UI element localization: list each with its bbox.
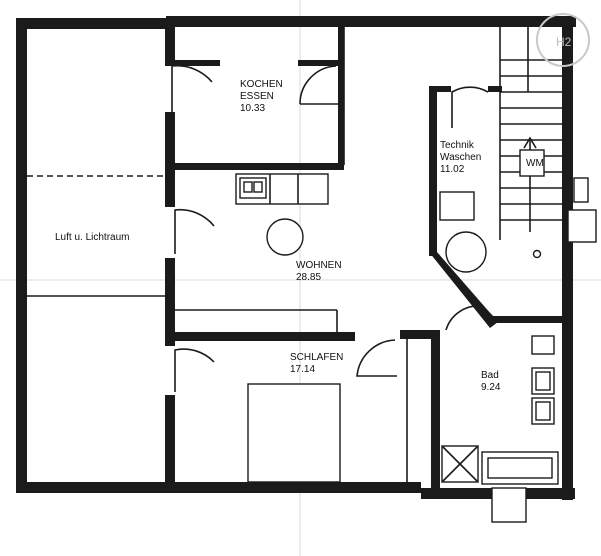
room-kochen-area: 10.33	[240, 103, 265, 114]
kitchen-counter	[235, 173, 329, 205]
room-labels: KOCHEN ESSEN 10.33 WOHNEN 28.85 SCHLAFEN…	[55, 79, 501, 393]
room-wohnen-area: 28.85	[296, 272, 321, 283]
room-wohnen-name: WOHNEN	[296, 260, 342, 271]
room-kochen-line1: KOCHEN	[240, 79, 283, 90]
interior-walls	[165, 18, 562, 488]
exterior-stubs	[491, 177, 597, 523]
void-label: Luft u. Lichtraum	[55, 232, 129, 243]
watermark-logo: H2	[536, 13, 590, 67]
room-schlafen-name: SCHLAFEN	[290, 352, 343, 363]
technik-fixtures: WM	[439, 149, 545, 273]
room-bad-area: 9.24	[481, 382, 501, 393]
room-kochen-line2: ESSEN	[240, 91, 274, 102]
room-technik-line1: Technik	[440, 140, 475, 151]
room-technik-line2: Waschen	[440, 152, 481, 163]
watermark-text: H2	[556, 35, 572, 49]
living-table	[266, 218, 304, 256]
bath-fixtures	[441, 335, 559, 485]
room-bad-name: Bad	[481, 370, 499, 381]
doors	[171, 64, 499, 392]
washing-machine-label: WM	[526, 158, 544, 169]
room-schlafen-area: 17.14	[290, 364, 315, 375]
staircase	[499, 27, 562, 240]
thin-partitions	[27, 27, 408, 482]
room-technik-area: 11.02	[440, 164, 465, 175]
bed	[247, 383, 341, 483]
